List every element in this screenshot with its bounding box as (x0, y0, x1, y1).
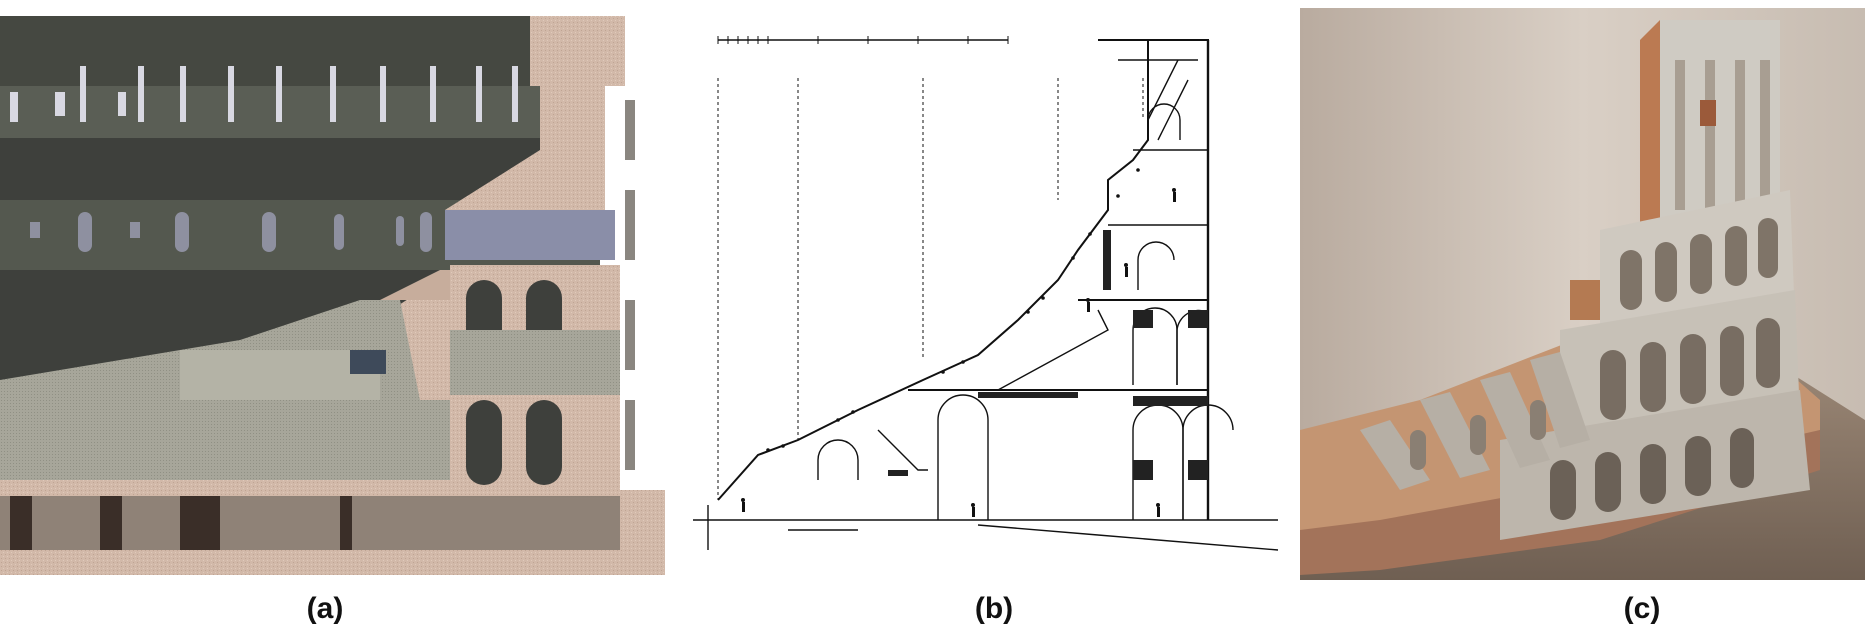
panel-a-image (0, 16, 665, 575)
caption-a: (a) (306, 592, 344, 625)
caption-c: (c) (1623, 592, 1661, 625)
panel-b-section-drawing (678, 0, 1290, 580)
panel-a-rendered-section (0, 0, 665, 580)
panel-b-image (678, 0, 1290, 580)
caption-b: (b) (974, 592, 1014, 625)
panel-c-image (1300, 8, 1865, 580)
panel-c-model-photo (1300, 0, 1865, 580)
